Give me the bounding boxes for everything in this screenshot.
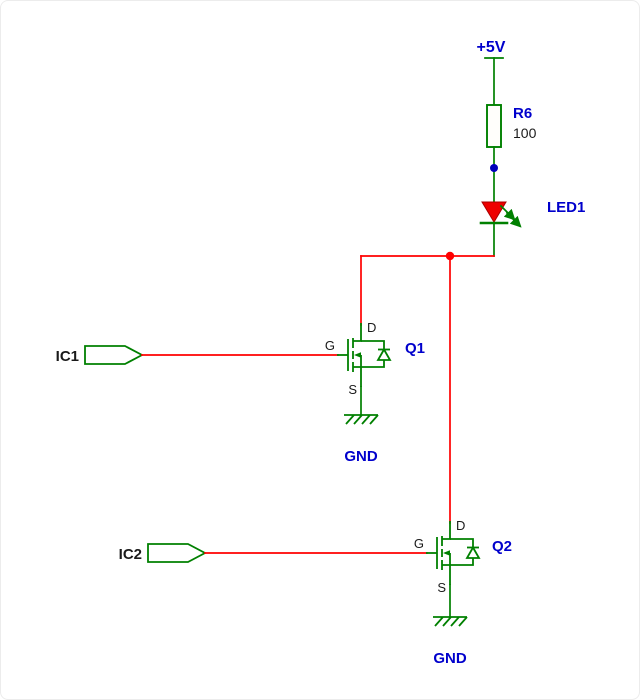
q2-body-diode-triangle [465, 545, 481, 559]
led-emission-arrow-2 [505, 211, 522, 228]
q1-designator: Q1 [405, 340, 425, 357]
junction-dot-blue [490, 164, 498, 172]
gnd2-label: GND [433, 650, 467, 667]
ic2-port-shape [147, 543, 207, 563]
q2-drain-lead [442, 521, 451, 540]
input-port-ic2: IC2 [119, 543, 428, 563]
resistor-designator: R6 [513, 105, 532, 122]
q2-pin-gate-label: G [414, 536, 424, 551]
q1-source-lead [353, 355, 362, 387]
q1-body-arrow [354, 352, 361, 358]
gnd2-symbol [433, 616, 468, 627]
transistor-q1: D G S Q1 [325, 320, 425, 397]
gnd1-label: GND [344, 448, 378, 465]
ic1-label: IC1 [56, 348, 79, 365]
power-rail-label: +5V [477, 39, 506, 56]
q2-body-arrow [443, 550, 450, 556]
ground-1: GND [344, 386, 379, 465]
led1: LED1 [479, 199, 585, 228]
ground-2: GND [433, 584, 468, 667]
resistor-body [486, 104, 502, 148]
q1-body-diode-leads [361, 340, 385, 368]
q1-pin-source-label: S [348, 382, 357, 397]
resistor-value: 100 [513, 125, 537, 141]
q2-pin-source-label: S [437, 580, 446, 595]
ic1-port-shape [84, 345, 144, 365]
q2-designator: Q2 [492, 538, 512, 555]
node-wiring [360, 251, 495, 524]
q1-body-diode-triangle [376, 347, 392, 361]
transistor-q2: D G S Q2 [414, 518, 512, 595]
q2-source-lead [442, 553, 451, 585]
input-port-ic1: IC1 [56, 345, 339, 365]
resistor-r6: R6 100 [486, 104, 537, 148]
led-designator: LED1 [547, 199, 585, 216]
q1-pin-gate-label: G [325, 338, 335, 353]
led-anode-triangle [481, 201, 507, 223]
gnd1-symbol [344, 414, 379, 425]
power-rail: +5V [477, 39, 506, 106]
q2-body-diode-leads [450, 538, 474, 566]
ic2-label: IC2 [119, 546, 142, 563]
q1-drain-lead [353, 323, 362, 342]
q1-pin-drain-label: D [367, 320, 376, 335]
q2-pin-drain-label: D [456, 518, 465, 533]
